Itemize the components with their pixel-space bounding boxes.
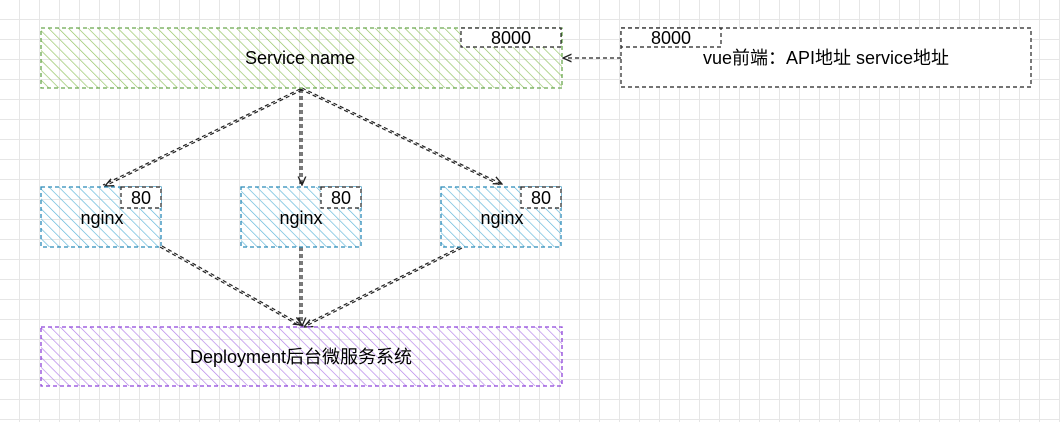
- service-name-label: Service name: [245, 48, 355, 68]
- nginx-port-label: 80: [131, 188, 151, 208]
- nginx-name-label: nginx: [480, 208, 523, 228]
- nginx-port-badge: [320, 186, 362, 209]
- edge-nginx-2-to-deployment: [300, 247, 302, 326]
- frontend-port-badge: [620, 27, 722, 48]
- nginx-port-badge: [520, 186, 562, 209]
- nginx-node-box: [40, 186, 162, 248]
- frontend-node[interactable]: 8000 vue前端：API地址 service地址: [620, 27, 1032, 88]
- service-port-label: 8000: [491, 28, 531, 48]
- nginx-node-2[interactable]: nginx 80: [240, 186, 362, 248]
- nginx-port-label: 80: [531, 188, 551, 208]
- edge-nginx-1-to-deployment: [159, 245, 302, 326]
- nginx-node-1[interactable]: nginx 80: [40, 186, 162, 248]
- frontend-node-box: [620, 27, 1032, 88]
- nginx-port-label: 80: [331, 188, 351, 208]
- edge-service-to-nginx-3: [299, 87, 502, 185]
- nginx-node-3[interactable]: nginx 80: [440, 186, 562, 248]
- edge-nginx-3-to-deployment: [302, 246, 463, 327]
- nginx-port-badge: [120, 186, 162, 209]
- deployment-node[interactable]: Deployment后台微服务系统: [40, 326, 563, 387]
- deployment-node-box: [40, 326, 563, 387]
- edges: [103, 58, 621, 327]
- deployment-name-label: Deployment后台微服务系统: [190, 347, 412, 367]
- nginx-name-label: nginx: [279, 208, 322, 228]
- edge-service-to-nginx-2: [300, 89, 302, 185]
- edge-service-to-nginx-1: [103, 88, 303, 186]
- frontend-label: vue前端：API地址 service地址: [703, 48, 949, 68]
- service-node[interactable]: Service name 8000: [40, 27, 563, 89]
- nginx-name-label: nginx: [80, 208, 123, 228]
- service-port-badge: [460, 27, 562, 48]
- frontend-port-label: 8000: [651, 28, 691, 48]
